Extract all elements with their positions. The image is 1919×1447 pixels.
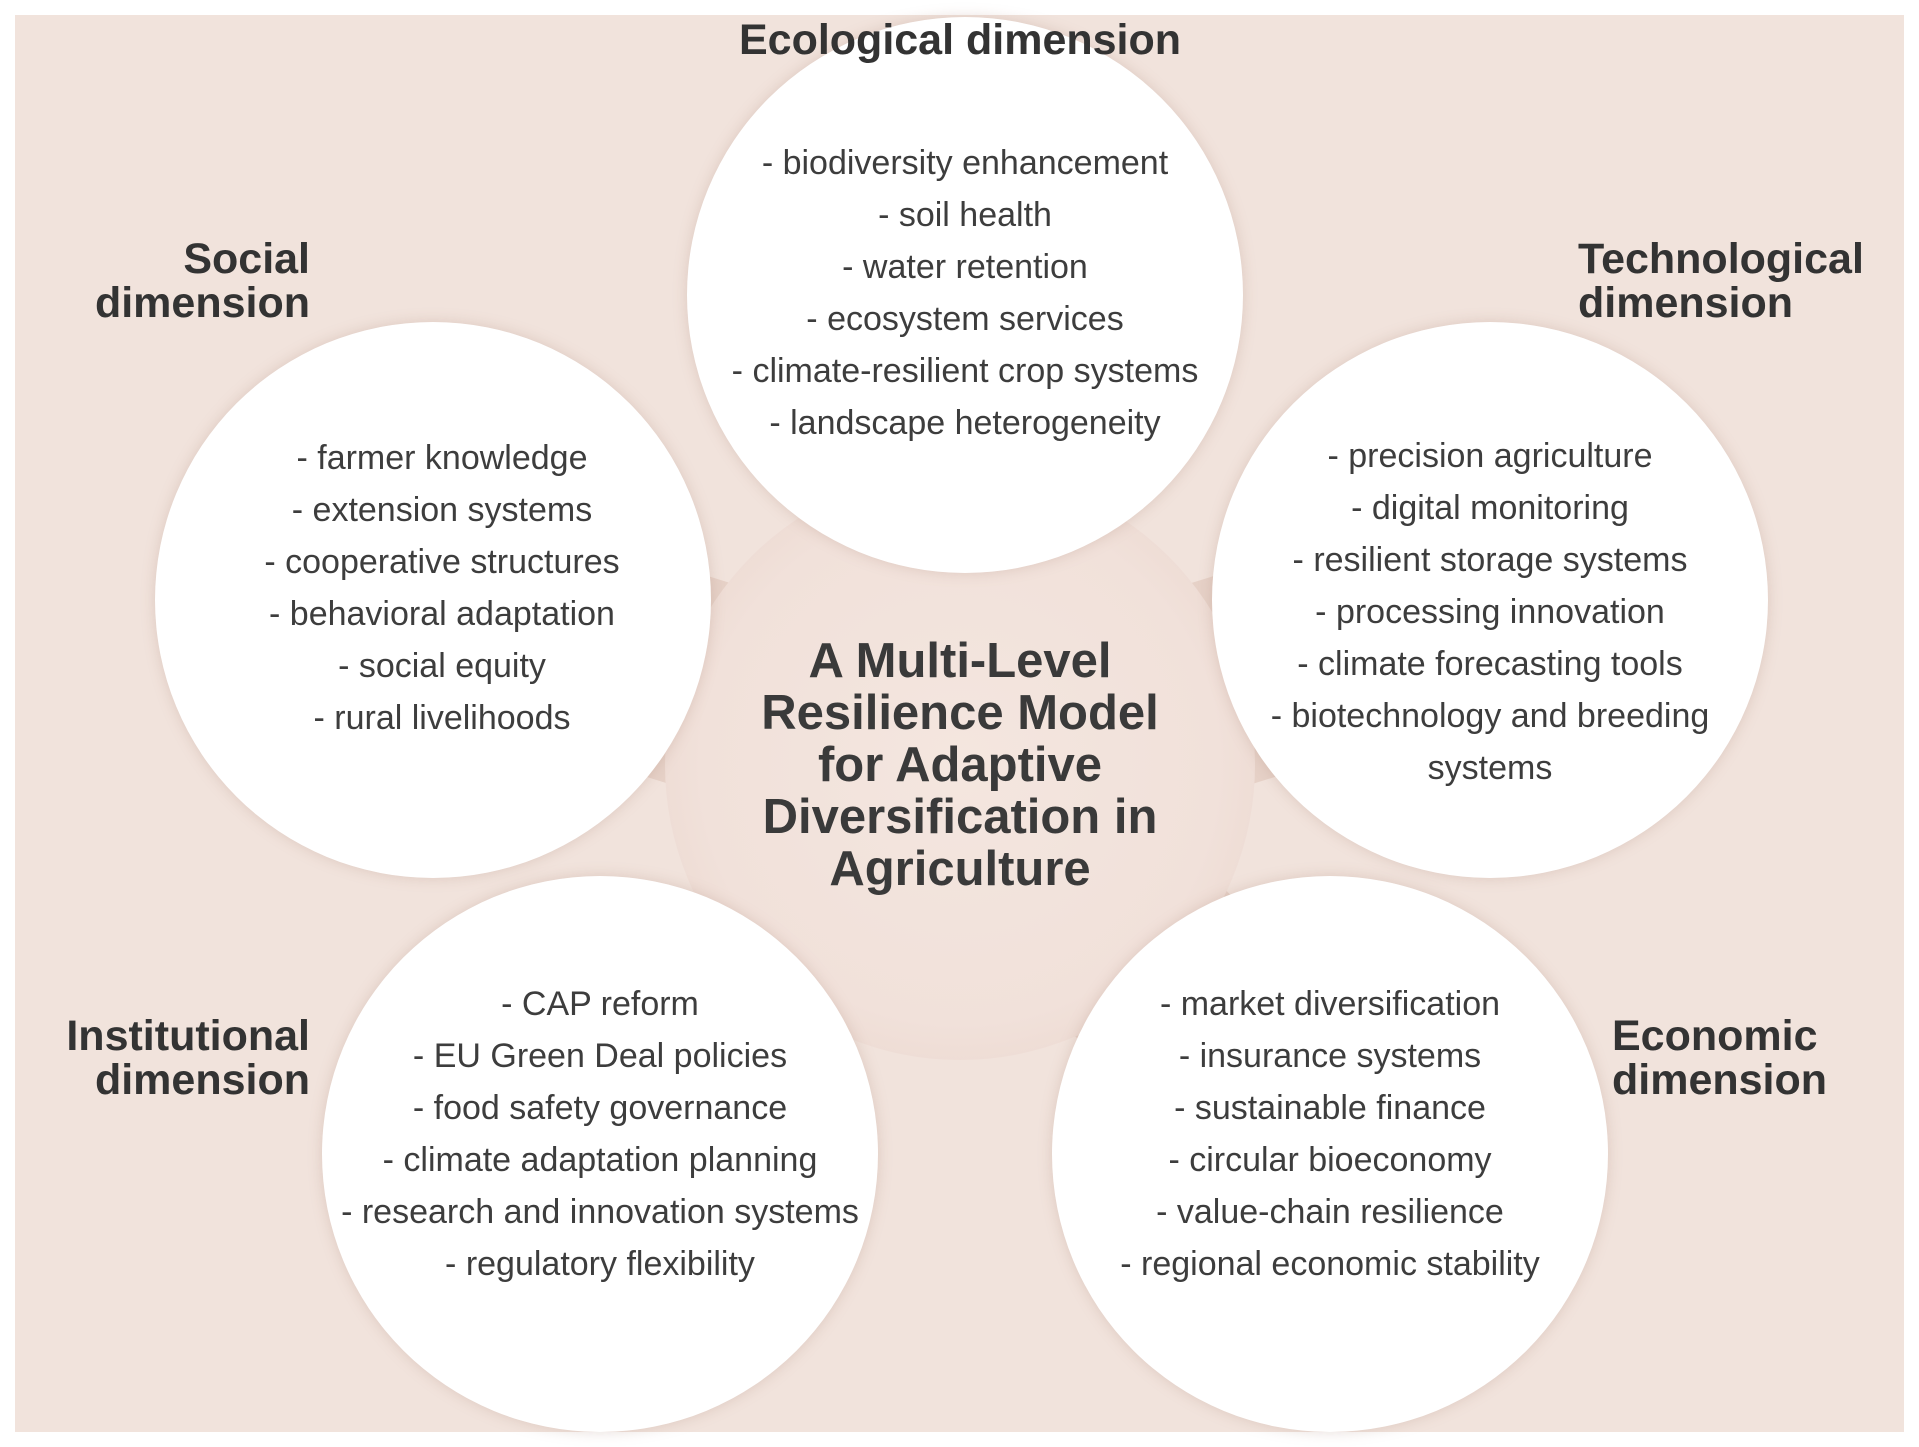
social-item: - behavioral adaptation	[269, 595, 615, 633]
ecological-item: - water retention	[842, 248, 1088, 286]
social-item-list: - farmer knowledge - extension systems -…	[173, 432, 711, 744]
social-item: - extension systems	[291, 491, 593, 529]
technological-item: - resilient storage systems	[1292, 541, 1688, 579]
technological-circle: - precision agriculture - digital monito…	[1212, 322, 1768, 878]
technological-item-list: - precision agriculture - digital monito…	[1252, 430, 1728, 794]
economic-item-list: - market diversification - insurance sys…	[1052, 978, 1608, 1290]
ecological-item: - climate-resilient crop systems	[731, 352, 1199, 390]
ecological-item: - biodiversity enhancement	[761, 144, 1169, 182]
ecological-dimension-label: Ecological dimension	[738, 16, 1182, 64]
technological-dimension-label: Technological dimension	[1578, 235, 1864, 327]
technological-item: - processing innovation	[1315, 593, 1665, 631]
social-item: - cooperative structures	[264, 543, 620, 581]
economic-item: - sustainable finance	[1174, 1089, 1486, 1127]
social-item: - rural livelihoods	[313, 699, 571, 737]
technological-item: - biotechnology and breeding systems	[1270, 697, 1710, 787]
social-dimension-label: Social dimension	[94, 235, 310, 327]
economic-item: - market diversification	[1159, 985, 1501, 1023]
ecological-item: - landscape heterogeneity	[769, 404, 1161, 442]
institutional-item: - food safety governance	[412, 1089, 788, 1127]
institutional-item: - CAP reform	[501, 985, 699, 1023]
social-circle: - farmer knowledge - extension systems -…	[155, 322, 711, 878]
institutional-item-list: - CAP reform - EU Green Deal policies - …	[322, 978, 878, 1290]
economic-item: - value-chain resilience	[1156, 1193, 1504, 1231]
social-item: - social equity	[338, 647, 546, 685]
center-title: A Multi-Level Resilience Model for Adapt…	[761, 634, 1159, 896]
technological-item: - precision agriculture	[1327, 437, 1653, 475]
technological-item: - digital monitoring	[1351, 489, 1629, 527]
institutional-item: - EU Green Deal policies	[412, 1037, 788, 1075]
economic-circle: - market diversification - insurance sys…	[1052, 876, 1608, 1432]
institutional-circle: - CAP reform - EU Green Deal policies - …	[322, 876, 878, 1432]
economic-item: - circular bioeconomy	[1168, 1141, 1492, 1179]
institutional-item: - research and innovation systems	[341, 1193, 859, 1231]
institutional-item: - regulatory flexibility	[445, 1245, 755, 1283]
ecological-circle: - biodiversity enhancement - soil health…	[687, 17, 1243, 573]
ecological-item: - soil health	[878, 196, 1052, 234]
economic-item: - insurance systems	[1178, 1037, 1482, 1075]
institutional-item: - climate adaptation planning	[382, 1141, 818, 1179]
institutional-dimension-label: Institutional dimension	[66, 1012, 310, 1104]
ecological-item: - ecosystem services	[806, 300, 1124, 338]
social-item: - farmer knowledge	[296, 439, 588, 477]
economic-dimension-label: Economic dimension	[1612, 1012, 1828, 1104]
technological-item: - climate forecasting tools	[1297, 645, 1683, 683]
ecological-item-list: - biodiversity enhancement - soil health…	[687, 137, 1243, 449]
economic-item: - regional economic stability	[1120, 1245, 1540, 1283]
